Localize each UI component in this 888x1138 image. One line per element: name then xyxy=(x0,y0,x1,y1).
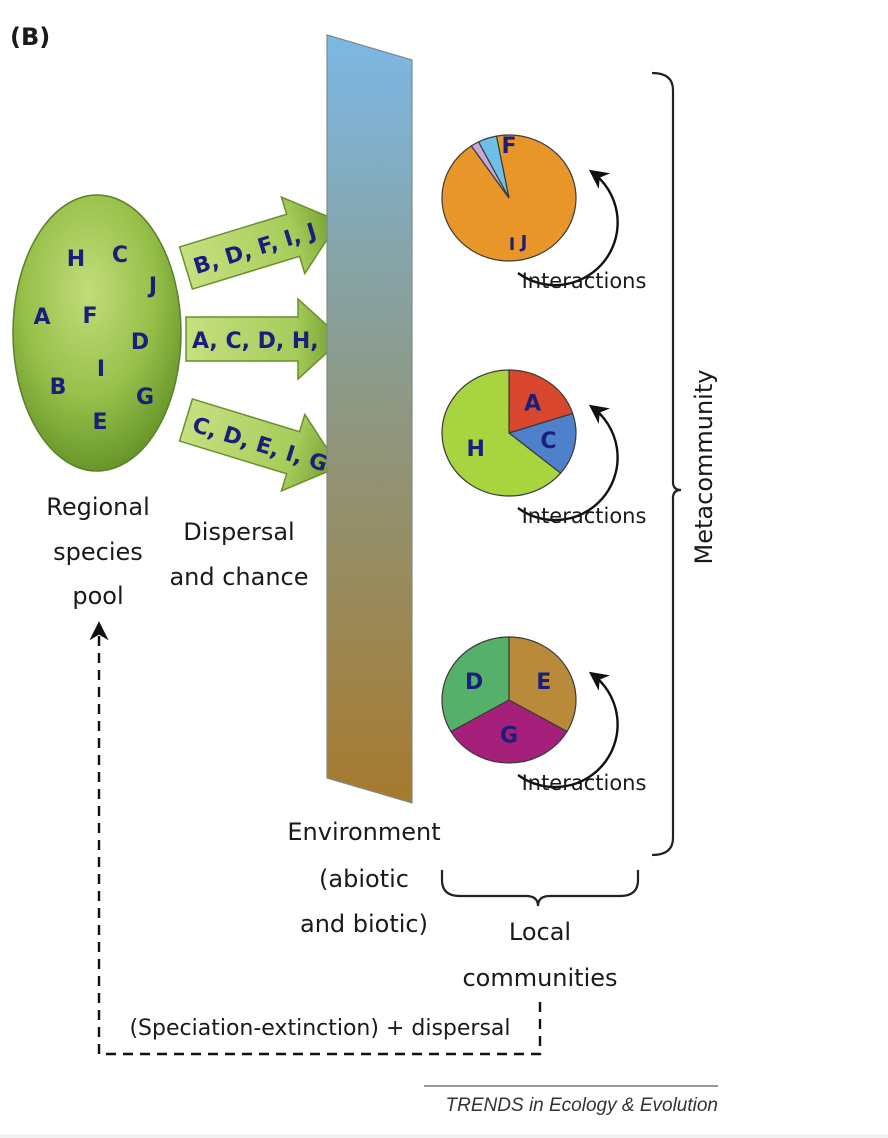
pool-species-b: B xyxy=(50,375,67,400)
interaction-label: Interactions xyxy=(522,771,647,795)
pie-slice-j xyxy=(477,135,510,199)
pie-community-3: E G D xyxy=(441,636,577,764)
feedback-label: (Speciation-extinction) + dispersal xyxy=(129,1016,510,1041)
pool-species-c: C xyxy=(112,243,128,268)
regional-pool-label: Regional species pool xyxy=(46,493,150,610)
dispersal-label-line-1: Dispersal xyxy=(183,518,294,546)
dispersal-arrow-2: A, C, D, H, I xyxy=(185,297,344,381)
regional-species-pool: H CJ A F D I B G E xyxy=(12,194,182,472)
interaction-loop-1: Interactions xyxy=(517,169,647,293)
environment-label-line-3: and biotic) xyxy=(300,910,428,938)
metacommunity-bracket xyxy=(651,71,682,857)
dispersal-label-line-2: and chance xyxy=(169,563,308,591)
feedback-dashed-arrow xyxy=(89,621,542,1056)
interaction-loop-2: Interactions xyxy=(517,404,647,528)
pool-species-g: G xyxy=(136,385,154,410)
environment-label-line-1: Environment xyxy=(287,818,440,846)
pie-label-g: G xyxy=(500,724,518,749)
pie-label-c: C xyxy=(540,429,556,454)
footer-divider xyxy=(0,1134,888,1138)
interaction-label: Interactions xyxy=(522,504,647,528)
pie-slice-d xyxy=(441,636,510,733)
pool-species-a: A xyxy=(33,305,50,330)
dispersal-label: Dispersal and chance xyxy=(169,518,308,591)
species-pool-ellipse xyxy=(12,194,182,472)
environment-label-line-2: (abiotic xyxy=(319,865,409,893)
source-credit: TRENDS in Ecology & Evolution xyxy=(446,1095,718,1116)
pie-label-h: H xyxy=(466,437,484,462)
pie-slice-h xyxy=(441,369,562,497)
environment-label: Environment (abiotic and biotic) xyxy=(287,818,440,938)
regional-pool-label-line-3: pool xyxy=(72,582,123,610)
pie-slice-c xyxy=(507,412,577,474)
dispersal-arrow-2-label: A, C, D, H, I xyxy=(192,329,335,354)
pie-slice-g xyxy=(450,699,568,764)
interaction-label: Interactions xyxy=(522,269,647,293)
panel-label: (B) xyxy=(10,23,50,51)
pie-slice-e xyxy=(508,636,577,733)
local-communities-label-line-1: Local xyxy=(509,918,571,946)
dispersal-arrow-3: C, D, E, I, G xyxy=(178,398,341,493)
pool-species-d: D xyxy=(131,330,149,355)
local-communities-label-line-2: communities xyxy=(462,964,617,992)
environment-filter xyxy=(326,34,413,804)
interaction-arrow-icon xyxy=(517,169,619,287)
pie-label-d: D xyxy=(465,670,483,695)
local-communities-label: Local communities xyxy=(462,918,617,992)
dispersal-arrow-1: B, D, F, I, J xyxy=(178,195,341,290)
pie-slice-a xyxy=(508,369,574,434)
regional-pool-label-line-2: species xyxy=(53,538,143,566)
pool-species-h: H xyxy=(67,247,85,272)
local-communities-bracket xyxy=(440,870,640,907)
pool-species-e: E xyxy=(92,410,107,435)
interaction-arrow-icon xyxy=(517,671,619,789)
metacommunity-label: Metacommunity xyxy=(690,370,718,565)
interaction-loop-3: Interactions xyxy=(517,671,647,795)
pool-species-f: F xyxy=(82,304,97,329)
pie-label-a: A xyxy=(524,391,541,416)
pie-label-f: F xyxy=(501,134,516,159)
regional-pool-label-line-1: Regional xyxy=(46,493,150,521)
pool-species-j: J xyxy=(147,274,157,299)
pie-community-2: AC H xyxy=(441,369,577,497)
pie-label-j: J xyxy=(519,232,528,253)
pie-label-e: E xyxy=(536,670,551,695)
interaction-arrow-icon xyxy=(517,404,619,522)
pie-label-i: I xyxy=(509,235,515,255)
pool-species-i: I xyxy=(97,357,105,382)
